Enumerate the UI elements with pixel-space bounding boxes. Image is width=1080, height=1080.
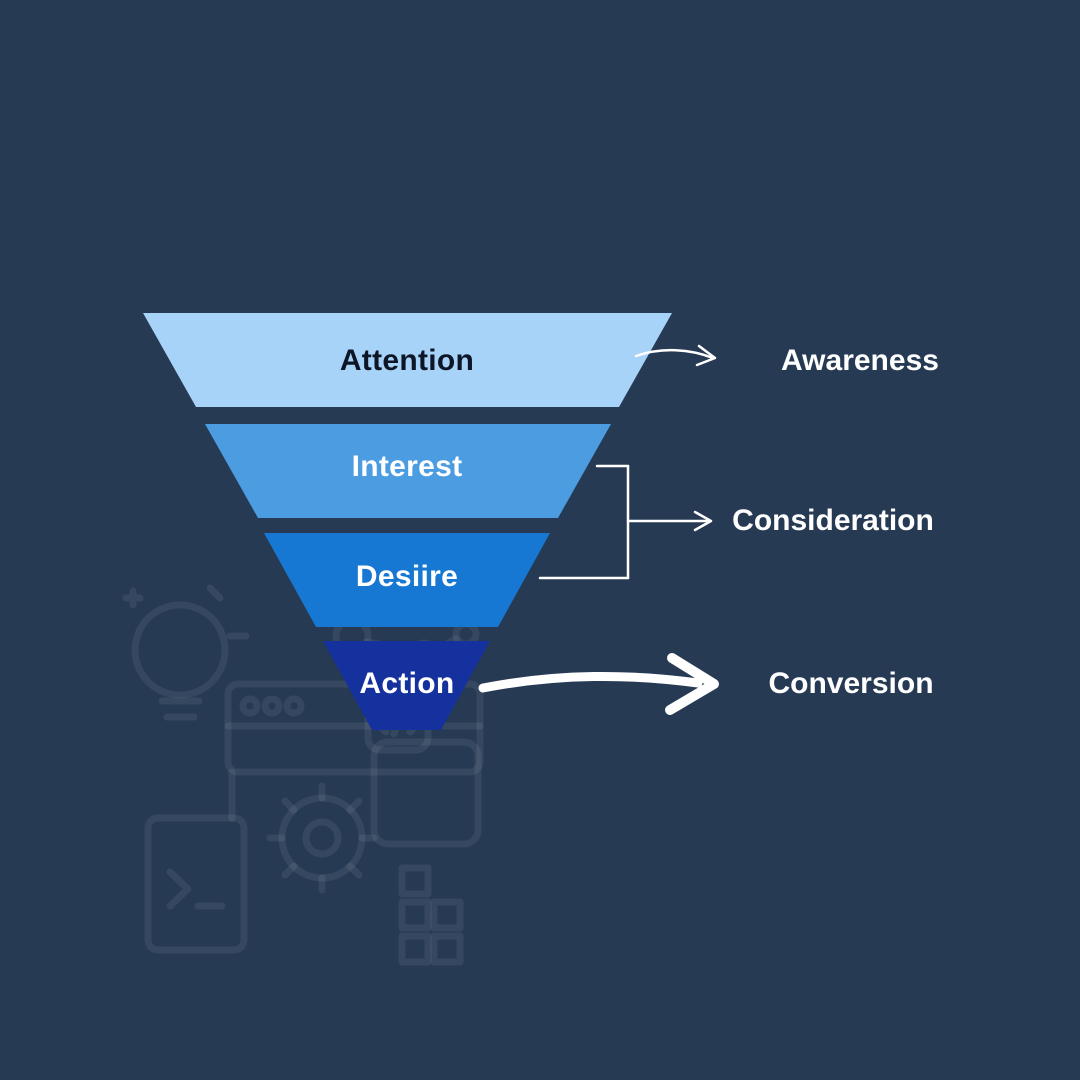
funnel-stage-action-shape [323, 641, 490, 730]
funnel-stage-label-action: Action [359, 667, 455, 700]
funnel-stage-attention-shape [143, 313, 672, 407]
consideration-bracket-arrow [538, 464, 713, 580]
lightbulb-icon [122, 584, 250, 721]
terminal-file-icon [144, 814, 248, 954]
funnel-stage-label-desire: Desiire [355, 560, 459, 593]
awareness-arrow [634, 344, 717, 367]
funnel-stage-interest-shape [205, 424, 611, 518]
funnel-stage-label-attention: Attention [339, 344, 475, 377]
annotation-consideration: Consideration [732, 504, 934, 537]
pixel-blocks-icon [398, 864, 464, 966]
annotation-awareness: Awareness [781, 344, 939, 377]
annotation-conversion: Conversion [768, 667, 934, 700]
funnel-stage-label-interest: Interest [351, 450, 463, 483]
gear-icon [266, 782, 378, 894]
conversion-arrow [478, 653, 719, 715]
funnel-stage-desire-shape [264, 533, 550, 627]
